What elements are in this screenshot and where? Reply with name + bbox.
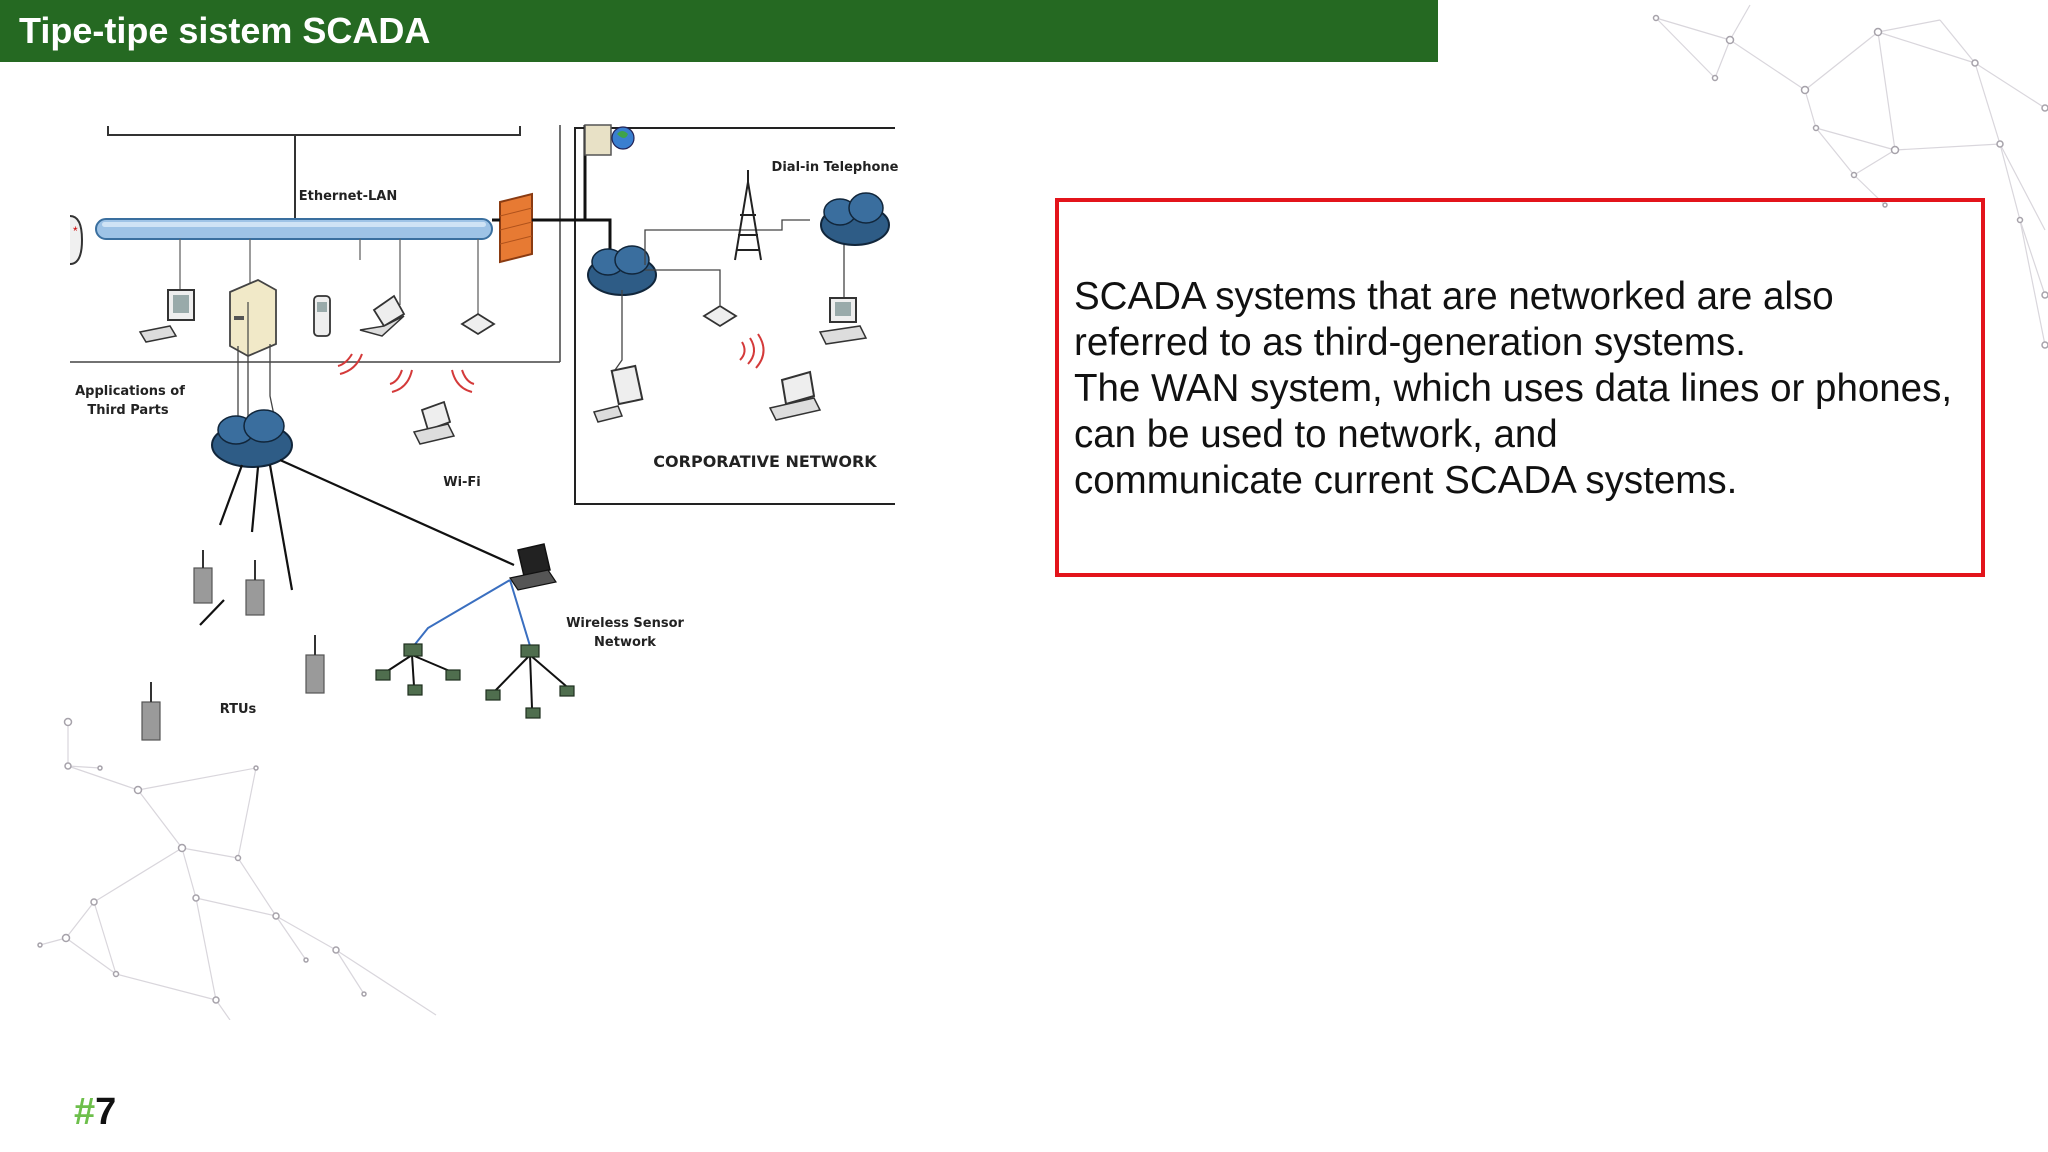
slide-title: Tipe-tipe sistem SCADA xyxy=(19,10,431,51)
wireless-sensor-label-line2: Network xyxy=(594,635,656,650)
info-line: SCADA systems that are networked are als… xyxy=(1074,275,1834,318)
corporate-network-box xyxy=(574,127,895,505)
rtu-device-icon xyxy=(141,550,325,741)
rtus-label: RTUs xyxy=(220,702,257,717)
rtu-cloud-icon xyxy=(211,409,293,468)
server-icon xyxy=(584,124,635,156)
corporate-monitor-icon xyxy=(592,364,644,423)
mobile-phone-icon xyxy=(313,295,331,337)
laptop-icon xyxy=(359,294,406,337)
router-icon xyxy=(460,312,496,336)
info-text-box: SCADA systems that are networked are als… xyxy=(1055,198,1985,577)
svg-text:*: * xyxy=(73,224,78,238)
corporate-computer-icon xyxy=(818,297,868,345)
applications-area-border xyxy=(70,125,561,363)
ethernet-lan-label: Ethernet-LAN xyxy=(299,189,397,204)
applications-label-line2: Third Parts xyxy=(87,403,168,418)
corporate-laptop-icon xyxy=(768,370,822,421)
server-tower-icon xyxy=(229,278,277,358)
wifi-label: Wi-Fi xyxy=(443,475,481,490)
corporate-wireless-signal-icon xyxy=(739,333,765,369)
telephone-tower-icon xyxy=(734,170,762,261)
scada-network-diagram: * xyxy=(70,120,900,750)
corporate-router-icon xyxy=(702,304,738,328)
wifi-laptop-icon xyxy=(412,400,456,445)
wireless-sensor-label-line1: Wireless Sensor xyxy=(566,616,684,631)
corporative-network-label: CORPORATIVE NETWORK xyxy=(653,452,877,471)
sensor-node-icon xyxy=(375,643,575,719)
info-line: communicate current SCADA systems. xyxy=(1074,459,1738,502)
desktop-computer-icon xyxy=(138,289,195,343)
page-number: #7 xyxy=(74,1090,116,1134)
partial-device-icon xyxy=(70,215,84,265)
wifi-signal-icon xyxy=(337,353,475,393)
decorative-network-top-right xyxy=(1652,4,2048,349)
page-number-hash: # xyxy=(74,1091,96,1133)
info-text: SCADA systems that are networked are als… xyxy=(1074,274,1974,504)
info-line: The WAN system, which uses data lines or… xyxy=(1074,367,1953,410)
applications-label-line1: Applications of xyxy=(75,384,185,399)
decorative-network-bottom-left xyxy=(37,717,437,1020)
sensor-laptop-icon xyxy=(509,543,557,591)
info-line: referred to as third-generation systems. xyxy=(1074,321,1746,364)
page-number-value: 7 xyxy=(95,1091,117,1133)
dial-in-telephone-label: Dial-in Telephone xyxy=(772,160,899,175)
firewall-icon xyxy=(499,192,533,264)
dial-in-cloud-icon xyxy=(820,192,890,246)
info-line: can be used to network, and xyxy=(1074,413,1558,456)
top-bracket xyxy=(107,126,521,220)
title-bar: Tipe-tipe sistem SCADA xyxy=(0,0,1438,62)
